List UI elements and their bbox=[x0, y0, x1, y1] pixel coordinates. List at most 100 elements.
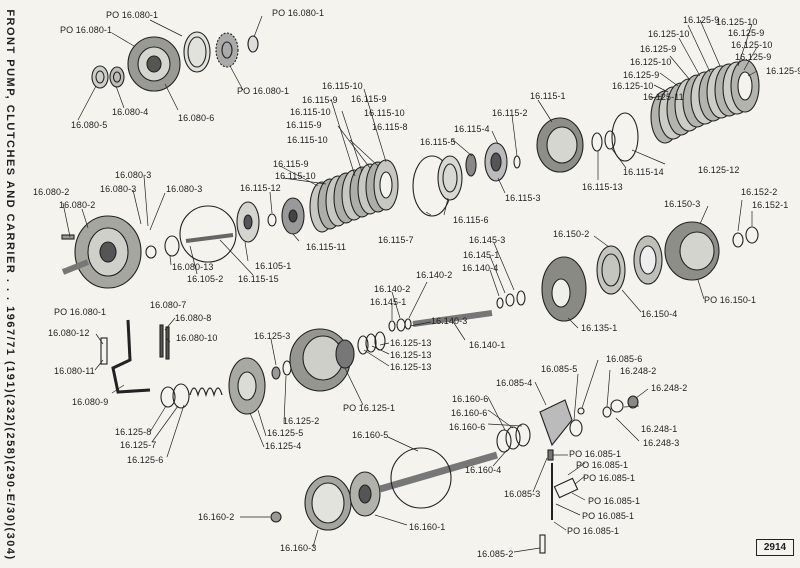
part-label: 16.080-5 bbox=[71, 120, 108, 130]
part-label: PO 16.080-1 bbox=[106, 10, 159, 20]
plate-number: 2914 bbox=[763, 542, 787, 553]
part-label: 16.140-2 bbox=[374, 284, 411, 294]
part-label: 16.080-13 bbox=[172, 262, 214, 272]
part-label: 16.115-6 bbox=[453, 215, 489, 225]
part-label: 16.125-9 bbox=[728, 28, 765, 38]
part-label: 16.115-10 bbox=[275, 171, 316, 181]
part-label: 16.160-6 bbox=[449, 422, 486, 432]
part-label: 16.080-3 bbox=[100, 184, 137, 194]
front-clutch-pack bbox=[650, 59, 760, 144]
planetary-group bbox=[388, 221, 759, 332]
part-label: 16.115-14 bbox=[623, 167, 664, 177]
part-label: 16.080-3 bbox=[115, 170, 152, 180]
part-label: 16.115-3 bbox=[505, 193, 541, 203]
part-label: 16.150-4 bbox=[641, 309, 678, 319]
part-label: 16.145-1 bbox=[370, 297, 407, 307]
part-label: PO 16.080-1 bbox=[237, 86, 290, 96]
part-label: 16.140-2 bbox=[416, 270, 453, 280]
part-label: PO 16.080-1 bbox=[54, 307, 107, 317]
leader-lines bbox=[62, 15, 758, 553]
part-label: 16.160-2 bbox=[198, 512, 235, 522]
part-label: 16.248-2 bbox=[620, 366, 657, 376]
part-label: 16.115-9 bbox=[286, 120, 322, 130]
part-label: PO 16.085-1 bbox=[567, 526, 620, 536]
part-label: PO 16.085-1 bbox=[588, 496, 641, 506]
part-label: 16.125-9 bbox=[683, 15, 720, 25]
part-label: 16.080-6 bbox=[178, 113, 215, 123]
part-label: PO 16.150-1 bbox=[704, 295, 757, 305]
part-label: 16.125-6 bbox=[127, 455, 164, 465]
part-label: 16.085-5 bbox=[541, 364, 578, 374]
plate-number-box: 2914 bbox=[756, 539, 794, 556]
part-label: 16.080-10 bbox=[176, 333, 218, 343]
part-label: PO 16.125-1 bbox=[343, 403, 396, 413]
part-label: 16.160-1 bbox=[409, 522, 446, 532]
part-label: 16.080-2 bbox=[59, 200, 96, 210]
part-label: 16.115-15 bbox=[238, 274, 279, 284]
sidebar-title-text: FRONT PUMP, CLUTCHES AND CARRIER . . . 1… bbox=[4, 9, 16, 561]
part-label: 16.125-11 bbox=[643, 92, 684, 102]
part-label: 16.125-10 bbox=[630, 57, 672, 67]
part-label: 16.085-2 bbox=[477, 549, 514, 559]
part-label: 16.080-11 bbox=[54, 366, 95, 376]
part-label: 16.125-8 bbox=[115, 427, 152, 437]
part-label: 16.115-13 bbox=[582, 182, 623, 192]
part-label: 16.248-2 bbox=[651, 383, 688, 393]
part-label: PO 16.080-1 bbox=[60, 25, 113, 35]
part-label: 16.115-12 bbox=[240, 183, 281, 193]
part-label: 16.125-10 bbox=[716, 17, 758, 27]
part-label: 16.115-10 bbox=[287, 135, 328, 145]
part-label: 16.125-13 bbox=[390, 362, 432, 372]
part-label: 16.125-9 bbox=[766, 66, 800, 76]
part-label: 16.115-4 bbox=[454, 124, 490, 134]
front-pump-group bbox=[91, 31, 259, 92]
part-label: 16.145-3 bbox=[469, 235, 506, 245]
part-label: 16.125-9 bbox=[623, 70, 660, 80]
part-label: 16.125-13 bbox=[390, 338, 432, 348]
part-label: 16.125-13 bbox=[390, 350, 432, 360]
part-label: 16.125-9 bbox=[735, 52, 772, 62]
part-label: 16.160-4 bbox=[465, 465, 502, 475]
part-label: 16.105-2 bbox=[187, 274, 224, 284]
part-label: 16.115-8 bbox=[372, 122, 408, 132]
part-label: 16.085-3 bbox=[504, 489, 541, 499]
part-label: 16.080-7 bbox=[150, 300, 187, 310]
part-label: 16.125-12 bbox=[698, 165, 740, 175]
part-label: 16.080-12 bbox=[48, 328, 90, 338]
part-label: 16.115-2 bbox=[492, 108, 528, 118]
part-label: 16.160-6 bbox=[451, 408, 488, 418]
part-label: 16.080-4 bbox=[112, 107, 149, 117]
part-label: 16.105-1 bbox=[255, 261, 292, 271]
output-shaft-group bbox=[270, 395, 639, 554]
part-label: 16.115-5 bbox=[420, 137, 456, 147]
part-label: 16.115-9 bbox=[302, 95, 338, 105]
part-label: 16.248-3 bbox=[643, 438, 680, 448]
part-label: 16.152-2 bbox=[741, 187, 778, 197]
part-label: 16.125-5 bbox=[267, 428, 304, 438]
part-label: 16.085-6 bbox=[606, 354, 643, 364]
part-label: 16.115-10 bbox=[364, 108, 405, 118]
part-label: 16.140-4 bbox=[462, 263, 499, 273]
front-clutch-drum-group bbox=[100, 319, 386, 415]
part-label: 16.140-1 bbox=[469, 340, 506, 350]
part-label: 16.115-9 bbox=[273, 159, 309, 169]
part-label: 16.085-4 bbox=[496, 378, 533, 388]
part-label: 16.150-3 bbox=[664, 199, 701, 209]
part-label: 16.135-1 bbox=[581, 323, 618, 333]
part-label: PO 16.085-1 bbox=[582, 511, 635, 521]
part-label: 16.160-3 bbox=[280, 543, 317, 553]
part-label: PO 16.085-1 bbox=[583, 473, 636, 483]
part-label: 16.115-7 bbox=[378, 235, 414, 245]
part-label: 16.248-1 bbox=[641, 424, 678, 434]
part-label: 16.125-7 bbox=[120, 440, 157, 450]
part-label: 16.080-8 bbox=[175, 313, 212, 323]
part-label: 16.140-3 bbox=[431, 316, 468, 326]
part-label: 16.080-9 bbox=[72, 397, 109, 407]
part-label: 16.160-6 bbox=[452, 394, 489, 404]
part-label: 16.125-3 bbox=[254, 331, 291, 341]
part-label: 16.080-3 bbox=[166, 184, 203, 194]
part-label: 16.150-2 bbox=[553, 229, 590, 239]
part-label: 16.115-1 bbox=[530, 91, 566, 101]
